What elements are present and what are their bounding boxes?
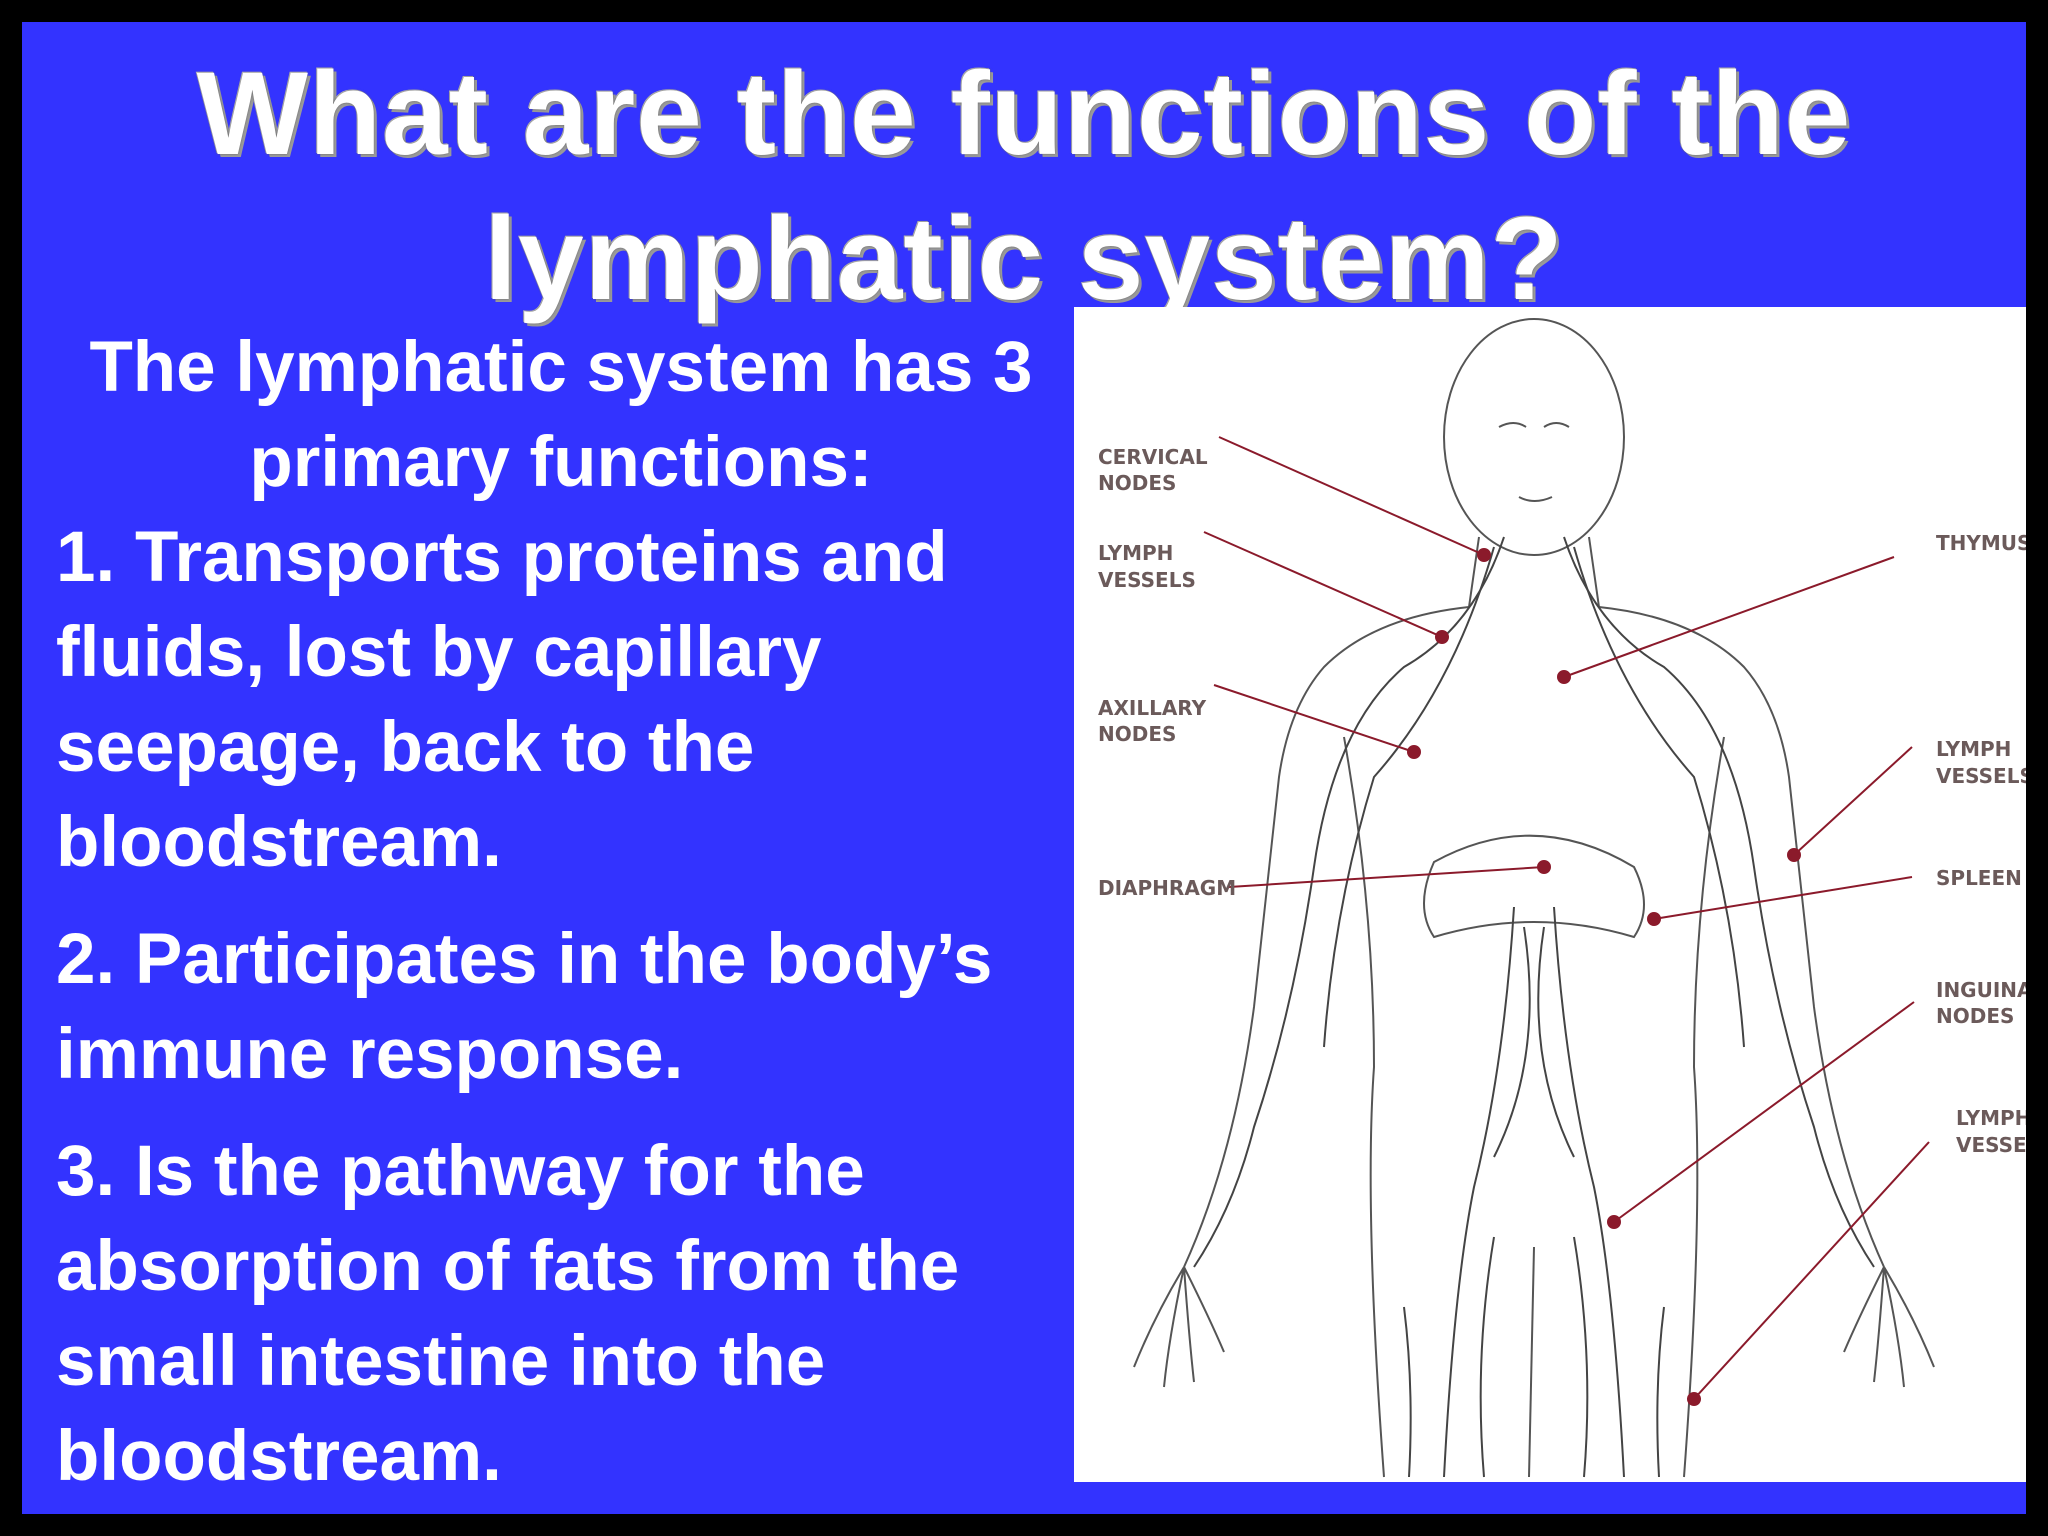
lymphatic-system-illustration: CERVICAL NODES LYMPH VESSELS AXILLARY NO… <box>1074 307 2026 1482</box>
slide-body: The lymphatic system has 3 primary funct… <box>56 320 1096 1504</box>
label-cervical-nodes-1: CERVICAL <box>1098 445 1208 469</box>
label-lymph-vessels-leg-1: LYMPH <box>1956 1106 2026 1130</box>
label-spleen: SPLEEN <box>1936 866 2022 890</box>
label-lymph-vessels-leg-2: VESSELS <box>1956 1133 2026 1157</box>
label-thymus: THYMUS <box>1936 531 2026 555</box>
slide: What are the functions of the lymphatic … <box>22 22 2026 1514</box>
label-lymph-vessels-upper-2: VESSELS <box>1098 568 1196 592</box>
function-item-1: 1. Transports proteins and fluids, lost … <box>56 518 948 882</box>
function-item-2: 2. Participates in the body’s immune res… <box>56 920 993 1094</box>
label-inguinal-nodes-2: NODES <box>1936 1004 2014 1028</box>
label-lymph-vessels-upper-1: LYMPH <box>1098 541 1173 565</box>
function-item-3: 3. Is the pathway for the absorption of … <box>56 1132 960 1496</box>
label-cervical-nodes-2: NODES <box>1098 471 1176 495</box>
label-axillary-nodes-1: AXILLARY <box>1098 696 1207 720</box>
intro-text: The lymphatic system has 3 primary funct… <box>89 328 1033 502</box>
label-axillary-nodes-2: NODES <box>1098 722 1176 746</box>
label-diaphragm: DIAPHRAGM <box>1098 876 1236 900</box>
label-lymph-vessels-arm-1: LYMPH <box>1936 737 2011 761</box>
label-lymph-vessels-arm-2: VESSELS <box>1936 764 2026 788</box>
label-inguinal-nodes-1: INGUINAL <box>1936 978 2026 1002</box>
slide-title: What are the functions of the lymphatic … <box>196 48 1852 325</box>
